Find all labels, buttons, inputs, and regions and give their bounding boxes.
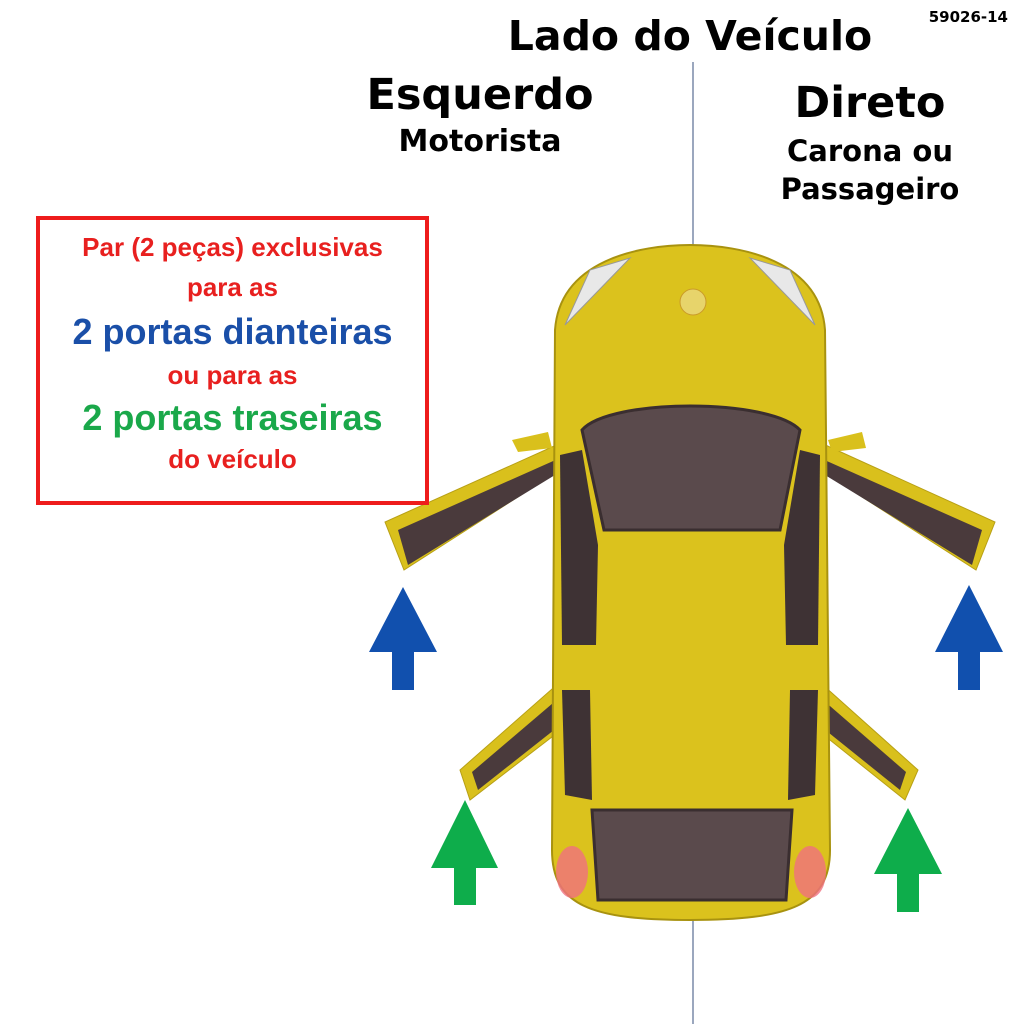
right-sub-line1: Carona ou [787, 134, 953, 168]
left-side-subtitle: Motorista [398, 124, 562, 159]
product-code: 59026-14 [928, 8, 1008, 26]
info-front-doors: 2 portas dianteiras [72, 311, 393, 352]
taillight-left [556, 846, 588, 898]
rear-window [590, 808, 794, 902]
info-line4: ou para as [167, 360, 298, 390]
front-right-door [809, 432, 996, 571]
side-window-right-rear [788, 690, 818, 800]
page-title: Lado do Veículo [507, 12, 873, 60]
right-side-subtitle: Carona ou Passageiro [740, 132, 1000, 208]
side-window-right-front [784, 450, 820, 645]
headlight-right [748, 256, 816, 326]
side-window-left-front [560, 450, 598, 645]
info-line1: Par (2 peças) exclusivas [82, 232, 383, 262]
info-box: Par (2 peças) exclusivas para as 2 porta… [36, 216, 429, 505]
felux-logo [679, 288, 707, 316]
right-sub-line2: Passageiro [780, 172, 960, 206]
info-line2: para as [186, 272, 279, 302]
headlight-left [564, 256, 632, 326]
left-side-heading: Esquerdo [366, 70, 594, 120]
side-window-left-rear [562, 690, 592, 800]
taillight-right [794, 846, 826, 898]
info-rear-doors: 2 portas traseiras [82, 397, 383, 438]
front-right-arrow-icon [935, 585, 1003, 690]
info-line6: do veículo [168, 444, 297, 474]
windshield [580, 404, 802, 532]
rear-left-arrow-icon [431, 800, 498, 905]
front-left-arrow-icon [369, 587, 437, 690]
right-side-heading: Direto [794, 78, 946, 128]
front-left-door [384, 432, 573, 571]
rear-right-arrow-icon [874, 808, 942, 912]
